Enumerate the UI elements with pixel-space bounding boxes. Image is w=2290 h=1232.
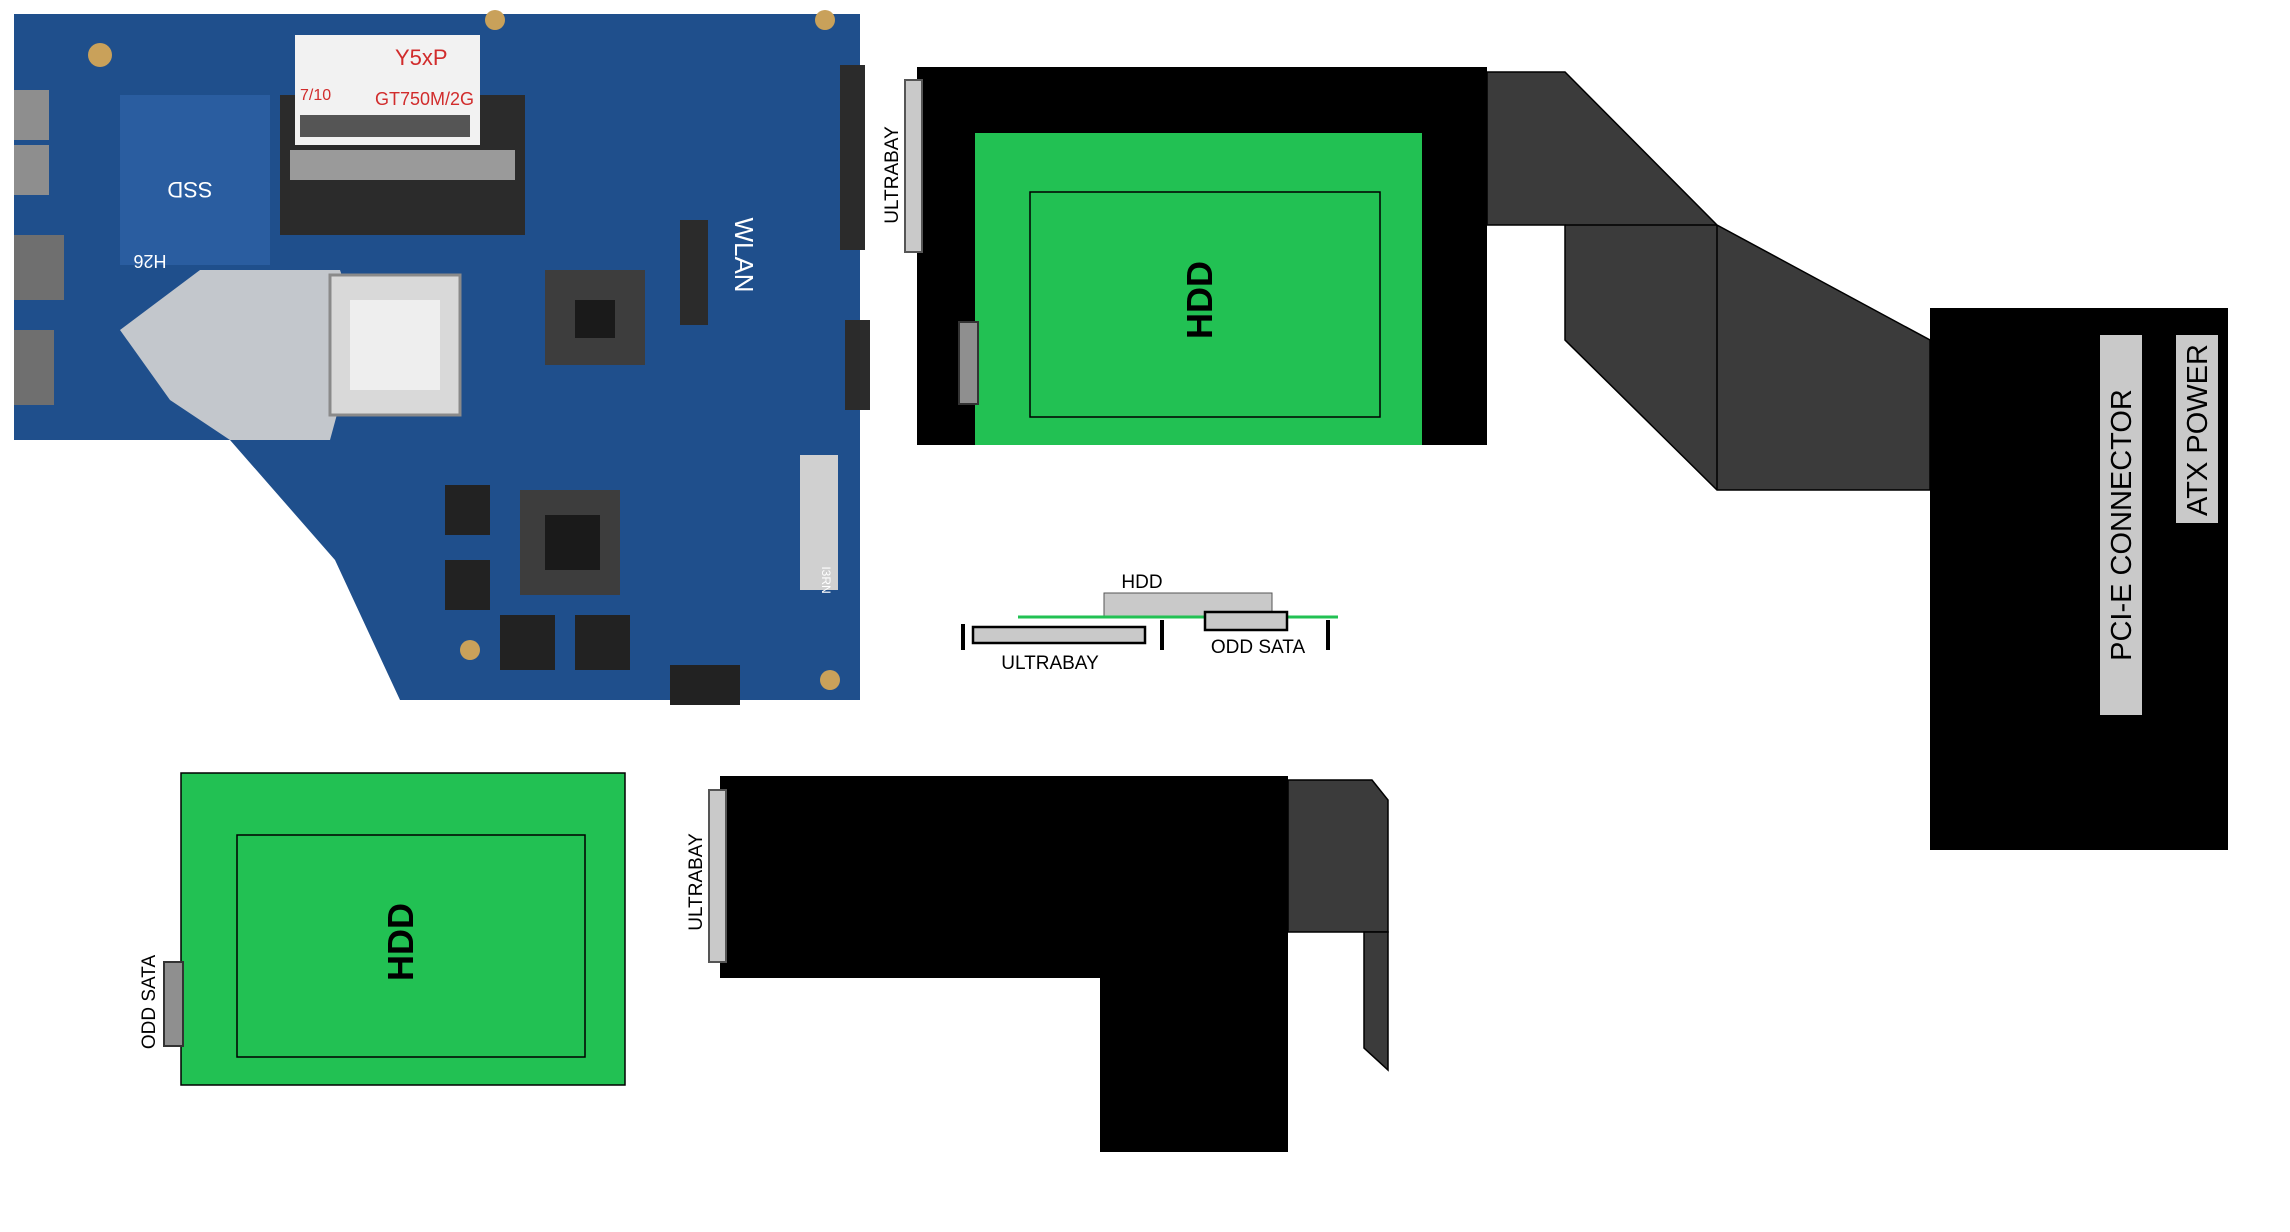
gpu-die [545, 515, 600, 570]
ram-slot-contacts [290, 150, 515, 180]
side-hdd-label: HDD [1121, 572, 1162, 593]
bottom-hdd-assembly: HDD ODD SATA [139, 772, 626, 1086]
atx-power-label: ATX POWER [2182, 344, 2214, 516]
ultrabay-label: ULTRABAY [686, 833, 707, 931]
wlan-label: WLAN [729, 217, 759, 292]
hdd-label: HDD [1179, 261, 1220, 339]
ribbon-cable [1287, 779, 1389, 933]
side-odd-sata-label: ODD SATA [1211, 637, 1306, 658]
odd-sata-label: ODD SATA [139, 955, 160, 1050]
ultrabay-label: ULTRABAY [882, 126, 903, 224]
odd-connector [845, 320, 870, 410]
pch-die [575, 300, 615, 338]
screw-hole [88, 43, 112, 67]
sticker-model: Y5xP [395, 45, 448, 70]
pcie-adapter-board: PCI-E CONNECTOR ATX POWER [1930, 308, 2228, 850]
odd-sata-connector [163, 961, 184, 1047]
vram-chip [575, 615, 630, 670]
bottom-ultrabay-assembly: ULTRABAY [686, 776, 1389, 1152]
screw-hole [485, 10, 505, 30]
ram-side-label: I3RN [819, 566, 833, 593]
heatsink-foil [120, 270, 360, 440]
ssd-area [120, 95, 270, 265]
side-odd-sata [1203, 610, 1289, 632]
hdd-label: HDD [380, 903, 421, 981]
odd-sata-connector [958, 321, 979, 405]
vram-chip [445, 560, 490, 610]
ultrabay-connector [904, 79, 923, 253]
pcie-connector [2100, 335, 2142, 715]
odd-sata-label: ODD SATA [934, 315, 955, 410]
vram-chip [500, 615, 555, 670]
hdmi-port [14, 235, 64, 300]
screw-hole [460, 640, 480, 660]
motherboard-photo: SSD H26 Y5xP 7/10 GT750M/2G WLAN I3RN [14, 10, 870, 705]
usb-port [14, 90, 49, 140]
ribbon-cable [1486, 71, 1931, 491]
screw-hole [820, 670, 840, 690]
cpu-socket-inner [350, 300, 440, 390]
power-connector [670, 665, 740, 705]
vga-port [14, 330, 54, 405]
ultrabay-connector [708, 789, 727, 963]
sata-connector [840, 65, 865, 250]
vram-chip [445, 485, 490, 535]
h26-label: H26 [133, 251, 166, 271]
ribbon-cable [1363, 931, 1389, 1072]
top-assembly: ULTRABAY HDD ODD SATA [882, 67, 1931, 491]
pcie-connector-label: PCI-E CONNECTOR [2106, 389, 2138, 661]
sticker-gpu: GT750M/2G [375, 89, 474, 109]
screw-hole [815, 10, 835, 30]
ssd-label: SSD [167, 177, 212, 202]
hdd-board [975, 133, 1422, 445]
side-view: HDD ULTRABAY ODD SATA [961, 572, 1338, 674]
hdd-outline [236, 834, 586, 1058]
sticker-date: 7/10 [300, 87, 331, 104]
hdd-outline [1029, 191, 1381, 418]
side-ultrabay [971, 625, 1147, 645]
ram-slot-side [800, 455, 838, 590]
hdd-board [180, 772, 626, 1086]
barcode [300, 115, 470, 137]
side-ultrabay-label: ULTRABAY [1001, 653, 1099, 674]
atx-power-connector [2176, 335, 2218, 523]
wlan-slot [680, 220, 708, 325]
black-board [720, 776, 1288, 1152]
usb-port [14, 145, 49, 195]
